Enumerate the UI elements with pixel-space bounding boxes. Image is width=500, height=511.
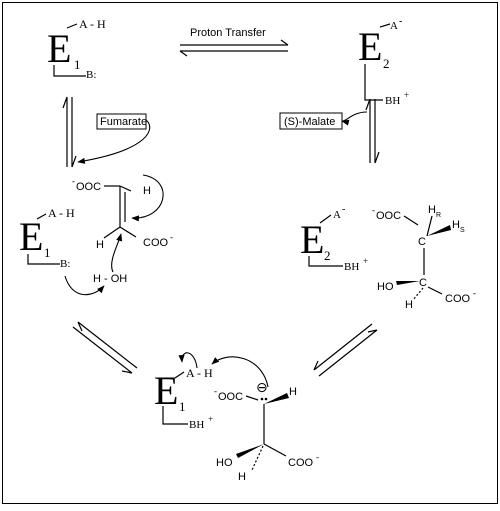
malate-h-r-subscript: R: [436, 212, 441, 219]
enzyme-letter: E: [47, 26, 71, 71]
conjugate-acid-label: BH: [385, 95, 400, 107]
carboxylate-charge: -: [473, 288, 476, 298]
malate-carbon-lower: C: [419, 277, 427, 289]
enzyme-e2-top: E 2 A - BH +: [358, 16, 409, 107]
malate-h-lower: H: [405, 299, 413, 311]
proton-transfer-label: Proton Transfer: [190, 27, 266, 39]
malate-h-s-subscript: S: [460, 227, 465, 234]
proton-transfer-equilibrium: Proton Transfer: [179, 27, 289, 57]
malate-carboxylate-right: COO: [445, 293, 471, 305]
enzyme-subscript: 1: [44, 245, 51, 260]
enzyme-subscript: 2: [383, 56, 390, 71]
conjugate-acid-charge: +: [363, 256, 368, 266]
conjugate-acid-charge: +: [404, 90, 409, 100]
carbanion-h-top: H: [289, 386, 297, 398]
acid-group-label: A - H: [79, 17, 106, 31]
malate-carboxylate-left: OOC: [376, 210, 401, 222]
fumarate-h-bottom: H: [96, 239, 104, 251]
enzyme-letter: E: [300, 217, 324, 262]
malate-h-r: H: [428, 204, 436, 216]
anion-charge: -: [399, 16, 402, 27]
carboxylate-charge: -: [170, 232, 173, 242]
malate-label: (S)-Malate: [284, 116, 335, 128]
conjugate-acid-charge: +: [208, 414, 213, 424]
conjugate-acid-label: BH: [189, 419, 204, 431]
enzyme-e1-fumarate-complex: E 1 A - H B: - OOC H H COO - H - OH: [19, 174, 173, 296]
lower-left-equilibrium: [72, 321, 138, 374]
malate-hydroxyl: HO: [377, 281, 394, 293]
enzyme-letter: E: [358, 24, 382, 69]
diagram-border: [2, 2, 498, 504]
enzyme-letter: E: [154, 368, 178, 413]
carbanion-carboxylate-left: OOC: [218, 391, 243, 403]
base-group-label: B:: [86, 69, 96, 81]
enzyme-letter: E: [19, 214, 43, 259]
enzyme-e2-malate-complex: E 2 A - BH + - OOC H R H S C C HO COO - …: [300, 204, 476, 311]
malate-h-s: H: [452, 219, 460, 231]
carbanion-carboxylate-right: COO: [288, 457, 314, 469]
fumarate-label: Fumarate: [100, 116, 147, 128]
base-group-label: B:: [60, 258, 70, 270]
carboxylate-charge: -: [316, 452, 319, 462]
enzyme-subscript: 1: [179, 399, 186, 414]
enzyme-e1-carbanion-intermediate: E 1 A - H BH + - OOC ⊖ H HO COO - H: [154, 352, 319, 483]
malate-carbon-upper: C: [418, 236, 426, 248]
right-binding-equilibrium: (S)-Malate: [279, 98, 380, 164]
carbanion-hydroxyl: HO: [216, 457, 233, 469]
water-molecule: H - OH: [93, 273, 127, 285]
conjugate-acid-label: BH: [344, 261, 359, 273]
fumarate-carboxylate-right: COO: [143, 237, 169, 249]
acid-group-label: A - H: [186, 366, 213, 380]
anion-label: A: [390, 20, 398, 32]
enzyme-subscript: 2: [324, 248, 331, 263]
carbanion-charge: ⊖: [256, 379, 268, 395]
fumarate-h-top: H: [143, 185, 151, 197]
carboxylate-charge: -: [72, 176, 75, 186]
enzyme-e1-top: E 1 A - H B:: [47, 17, 106, 81]
anion-label: A: [333, 209, 341, 221]
acid-group-label: A - H: [48, 206, 75, 220]
left-binding-equilibrium: Fumarate: [62, 96, 151, 168]
carbanion-h-lower: H: [238, 471, 246, 483]
fumarate-carboxylate-left: OOC: [76, 181, 101, 193]
carboxylate-charge: -: [214, 386, 217, 396]
lower-right-equilibrium: [313, 323, 378, 377]
anion-charge: -: [342, 204, 345, 215]
carboxylate-charge: -: [372, 205, 375, 215]
fumarate-box: [96, 113, 147, 130]
enzyme-subscript: 1: [74, 57, 81, 72]
